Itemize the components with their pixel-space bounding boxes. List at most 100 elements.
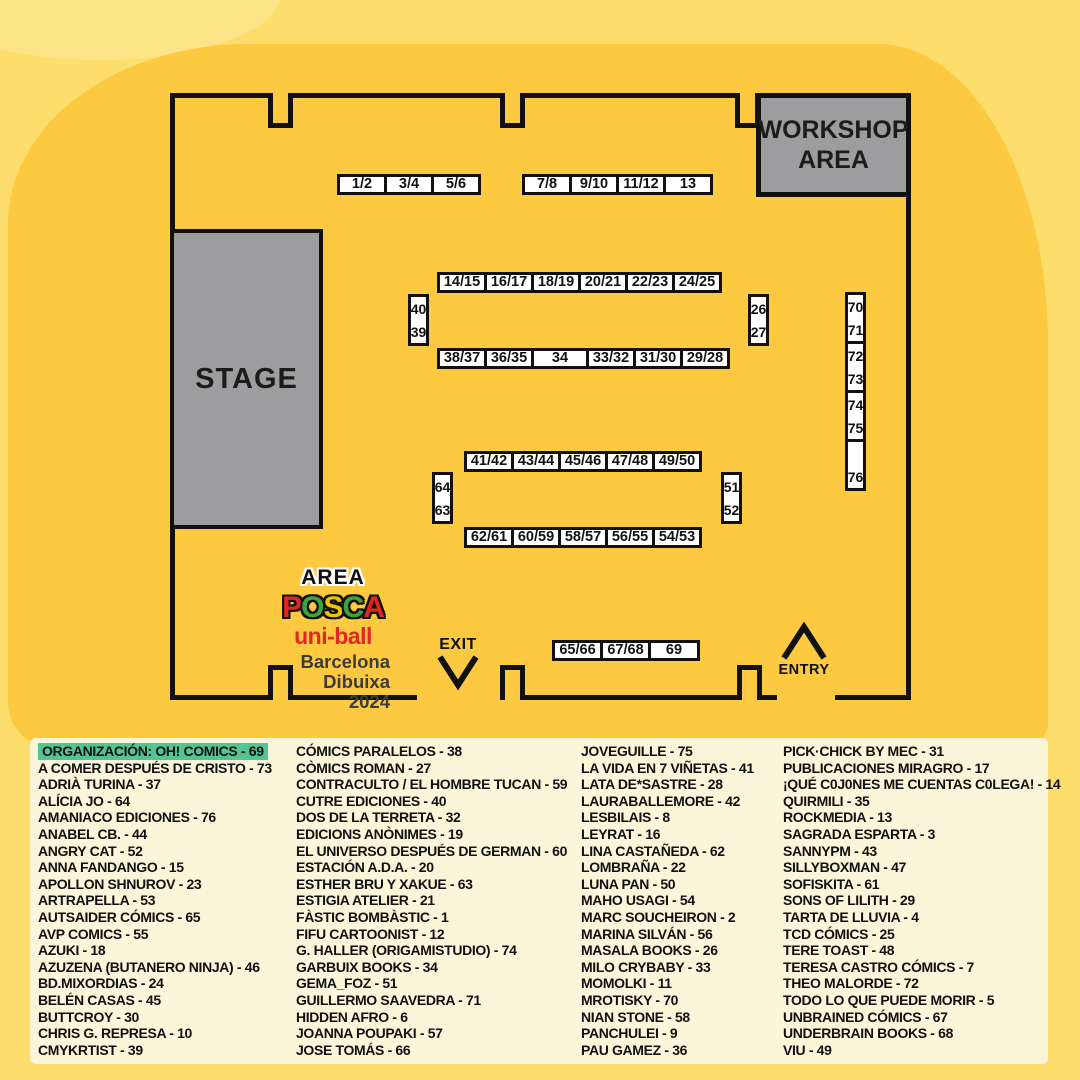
exhibitor-item: AUTSAIDER CÓMICS - 65 (38, 908, 201, 925)
posca-letter: C (342, 591, 365, 624)
exhibitor-item: ESTACIÓN A.D.A. - 20 (296, 859, 434, 876)
event-line: 2024 (348, 691, 390, 712)
exhibitor-item: APOLLON SHNUROV - 23 (38, 875, 202, 892)
exhibitor-item: PANCHULEI - 9 (581, 1025, 678, 1042)
exhibitor-item: CUTRE EDICIONES - 40 (296, 792, 447, 809)
organizer-highlight: ORGANIZACIÓN: OH! COMICS - 69 (38, 743, 268, 760)
door-notch (268, 665, 293, 700)
exhibitor-item: SAGRADA ESPARTA - 3 (783, 825, 936, 842)
wall-segment (170, 695, 268, 700)
exhibitor-item: DOS DE LA TERRETA - 32 (296, 809, 461, 826)
exhibitor-item: CHRIS G. REPRESA - 10 (38, 1025, 192, 1042)
table-58-57: 58/57 (558, 527, 608, 548)
exhibitor-item: CMYKRTIST - 39 (38, 1041, 143, 1058)
posca-letter: P (282, 591, 302, 624)
exhibitor-item: ADRIÀ TURINA - 37 (38, 776, 161, 793)
wall-segment (762, 695, 777, 700)
exit-arrow-icon (437, 655, 479, 691)
exhibitor-item: JOANNA POUPAKI - 57 (296, 1025, 443, 1042)
exhibitor-item: ALÍCIA JO - 64 (38, 792, 130, 809)
exhibitor-item: ANGRY CAT - 52 (38, 842, 143, 859)
posca-letter: A (363, 591, 385, 624)
exhibitor-item: ARTRAPELLA - 53 (38, 892, 156, 909)
posca-area-logo: AREA POSCA uni-ball Barcelona Dibuixa 20… (276, 566, 390, 712)
exhibitor-item: PICK·CHICK BY MEC - 31 (783, 743, 944, 759)
exhibitor-item: CÒMICS ROMAN - 27 (296, 759, 431, 776)
entry-gate: ENTRY (772, 622, 836, 678)
exhibitor-item: NIAN STONE - 58 (581, 1008, 690, 1025)
stage-area: STAGE (170, 229, 323, 529)
table-11-12: 11/12 (616, 174, 666, 195)
exhibitor-item: PAU GAMEZ - 36 (581, 1041, 688, 1058)
table-14-15: 14/15 (437, 272, 487, 293)
area-word: AREA (301, 566, 365, 589)
table-72: 72 (847, 347, 864, 364)
table-33-32: 33/32 (586, 348, 636, 369)
exhibitor-item: LESBILAIS - 8 (581, 809, 670, 826)
exhibitor-item: AZUZENA (BUTANERO NINJA) - 46 (38, 958, 260, 975)
exhibitor-item: SONS OF LILITH - 29 (783, 892, 915, 909)
posca-letter: S (323, 591, 344, 624)
table-62-61: 62/61 (464, 527, 514, 548)
table-51: 51 (723, 478, 740, 495)
exhibitor-item: AVP COMICS - 55 (38, 925, 149, 942)
table-3-4: 3/4 (384, 174, 434, 195)
door-notch (268, 93, 293, 128)
table-54-53: 54/53 (652, 527, 702, 548)
table-76: 76 (847, 468, 864, 485)
exhibitor-item: GEMA_FOZ - 51 (296, 975, 398, 992)
door-notch (500, 665, 525, 700)
wall-segment (525, 93, 735, 98)
door-notch (737, 665, 762, 700)
table-31-30: 31/30 (633, 348, 683, 369)
exhibitor-item: FIFU CARTOONIST - 12 (296, 925, 445, 942)
exhibitor-item: LA VIDA EN 7 VIÑETAS - 41 (581, 759, 754, 776)
table-18-19: 18/19 (531, 272, 581, 293)
table-65-66: 65/66 (552, 640, 603, 661)
table-24-25: 24/25 (672, 272, 722, 293)
table-67-68: 67/68 (600, 640, 651, 661)
table-63: 63 (434, 501, 451, 518)
table-16-17: 16/17 (484, 272, 534, 293)
table-70: 70 (847, 298, 864, 315)
wall-segment (293, 93, 500, 98)
workshop-area: WORKSHOP AREA (756, 93, 911, 197)
exhibitor-item: MOMOLKI - 11 (581, 975, 672, 992)
table-41-42: 41/42 (464, 451, 514, 472)
table-60-59: 60/59 (511, 527, 561, 548)
workshop-label-line2: AREA (798, 146, 869, 174)
exhibitor-item: ORGANIZACIÓN: OH! COMICS - 69 (38, 743, 272, 760)
table-69: 69 (648, 640, 700, 661)
exhibitor-item: TARTA DE LLUVIA - 4 (783, 908, 919, 925)
exhibitor-item: ROCKMEDIA - 13 (783, 809, 892, 826)
entry-label: ENTRY (778, 662, 830, 678)
exhibitor-item: BELÉN CASAS - 45 (38, 991, 161, 1008)
exhibitor-item: TERE TOAST - 48 (783, 942, 895, 959)
exhibitor-item: TODO LO QUE PUEDE MORIR - 5 (783, 991, 995, 1008)
table-75: 75 (847, 419, 864, 436)
exhibitor-item: FÀSTIC BOMBÀSTIC - 1 (296, 908, 449, 925)
exhibitor-item: VIU - 49 (783, 1041, 832, 1058)
wall-segment (525, 695, 737, 700)
table-71: 71 (847, 321, 864, 338)
exhibitor-item: LATA DE*SASTRE - 28 (581, 776, 723, 793)
exhibitor-item: LUNA PAN - 50 (581, 875, 676, 892)
exhibitor-item: SANNYPM - 43 (783, 842, 877, 859)
table-26: 26 (750, 300, 767, 317)
